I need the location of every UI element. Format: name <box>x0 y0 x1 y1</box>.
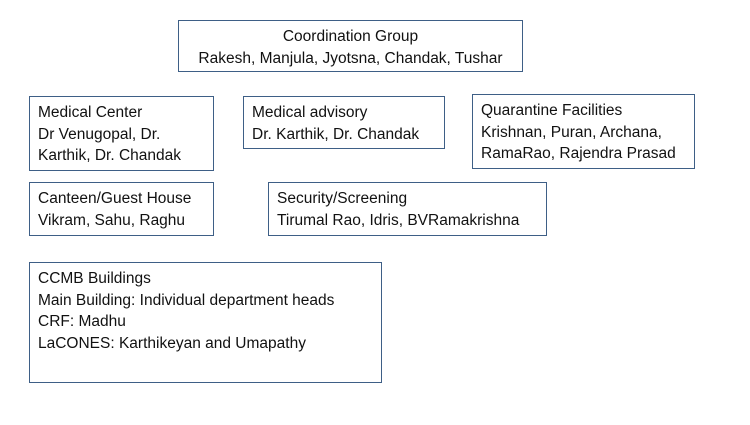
medical-advisory-title: Medical advisory <box>252 104 368 121</box>
canteen-guest-house-members: Vikram, Sahu, Raghu <box>38 211 186 229</box>
ccmb-buildings-box: CCMB Buildings Main Building: Individual… <box>29 262 382 383</box>
quarantine-facilities-title: Quarantine Facilities <box>481 102 623 119</box>
medical-center-members-line-1: Dr Venugopal, Dr. <box>38 125 161 143</box>
medical-center-members-line-2: Karthik, Dr. Chandak <box>38 147 182 164</box>
medical-center-title: Medical Center <box>38 104 143 121</box>
quarantine-facilities-members-line-1: Krishnan, Puran, Archana, <box>481 123 662 141</box>
security-screening-title: Security/Screening <box>277 190 408 207</box>
ccmb-lacones-line: LaCONES: Karthikeyan and Umapathy <box>38 334 306 352</box>
coordination-group-title: Coordination Group <box>282 28 419 45</box>
coordination-group-members: Rakesh, Manjula, Jyotsna, Chandak, Tusha… <box>198 49 503 67</box>
quarantine-facilities-members-line-2: RamaRao, Rajendra Prasad <box>481 145 676 162</box>
coordination-group-box: Coordination Group Rakesh, Manjula, Jyot… <box>178 20 523 72</box>
medical-advisory-members: Dr. Karthik, Dr. Chandak <box>252 125 420 143</box>
ccmb-crf-line: CRF: Madhu <box>38 313 126 330</box>
security-screening-box: Security/Screening Tirumal Rao, Idris, B… <box>268 182 547 236</box>
medical-advisory-box: Medical advisory Dr. Karthik, Dr. Chanda… <box>243 96 445 149</box>
security-screening-members: Tirumal Rao, Idris, BVRamakrishna <box>277 211 520 229</box>
ccmb-buildings-title: CCMB Buildings <box>38 270 151 287</box>
canteen-guest-house-box: Canteen/Guest House Vikram, Sahu, Raghu <box>29 182 214 236</box>
medical-center-box: Medical Center Dr Venugopal, Dr. Karthik… <box>29 96 214 171</box>
ccmb-main-building-line: Main Building: Individual department hea… <box>38 291 335 309</box>
quarantine-facilities-box: Quarantine Facilities Krishnan, Puran, A… <box>472 94 695 169</box>
canteen-guest-house-title: Canteen/Guest House <box>38 190 192 207</box>
